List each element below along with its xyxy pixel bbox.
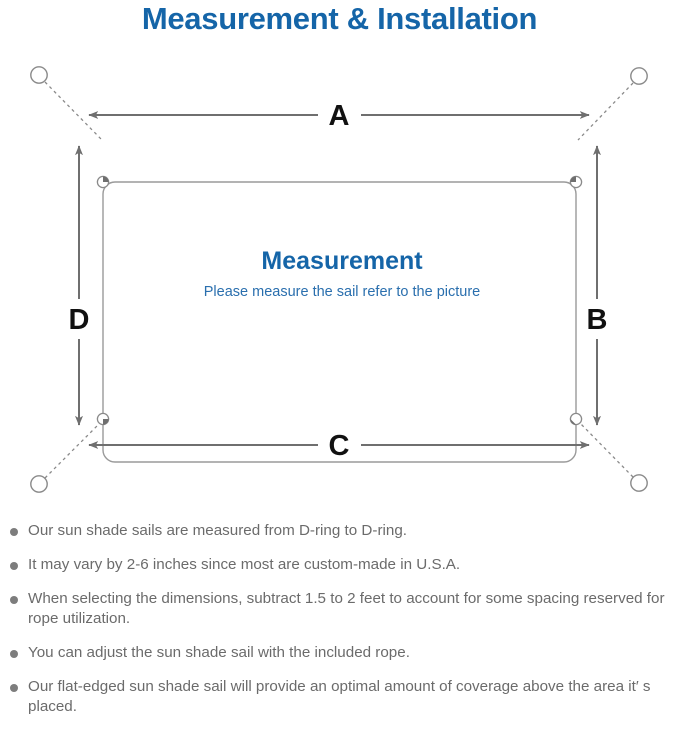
anchor-point-bottom-right [630, 474, 648, 492]
list-item: You can adjust the sun shade sail with t… [0, 643, 667, 663]
dimension-label-b: B [587, 304, 608, 336]
dimension-label-d: D [69, 304, 90, 336]
list-item: It may vary by 2-6 inches since most are… [0, 555, 667, 575]
bullet-icon [10, 650, 18, 658]
list-item: Our flat-edged sun shade sail will provi… [0, 677, 667, 717]
bullet-icon [10, 528, 18, 536]
bullet-icon [10, 562, 18, 570]
anchor-point-top-right [630, 67, 648, 85]
sail-outline [102, 181, 577, 463]
note-text: When selecting the dimensions, subtract … [28, 590, 665, 627]
d-ring-bottom-right [569, 412, 583, 426]
bullet-icon [10, 596, 18, 604]
bullet-icon [10, 684, 18, 692]
diagram-center-subheading: Please measure the sail refer to the pic… [204, 284, 480, 300]
d-ring-top-right [569, 175, 583, 189]
rope-line-bottom-left [44, 420, 103, 479]
diagram-center-heading: Measurement [261, 247, 423, 275]
dimension-label-c: C [329, 430, 350, 462]
anchor-point-top-left [30, 66, 48, 84]
note-text: You can adjust the sun shade sail with t… [28, 644, 410, 661]
shade-sail-measurement-diagram: A C D B Measurement Please measure the s… [0, 42, 679, 517]
d-ring-bottom-left [96, 412, 110, 426]
list-item: Our sun shade sails are measured from D-… [0, 521, 667, 541]
rope-line-top-left [44, 81, 103, 141]
note-text: Our flat-edged sun shade sail will provi… [28, 678, 651, 715]
dimension-label-a: A [329, 100, 350, 132]
note-text: It may vary by 2-6 inches since most are… [28, 556, 461, 573]
d-ring-top-left [96, 175, 110, 189]
rope-line-bottom-right [577, 420, 634, 478]
anchor-point-bottom-left [30, 475, 48, 493]
list-item: When selecting the dimensions, subtract … [0, 589, 667, 629]
notes-list: Our sun shade sails are measured from D-… [0, 521, 679, 731]
page-title: Measurement & Installation [141, 1, 538, 36]
rope-line-top-right [577, 82, 634, 141]
note-text: Our sun shade sails are measured from D-… [28, 522, 407, 539]
